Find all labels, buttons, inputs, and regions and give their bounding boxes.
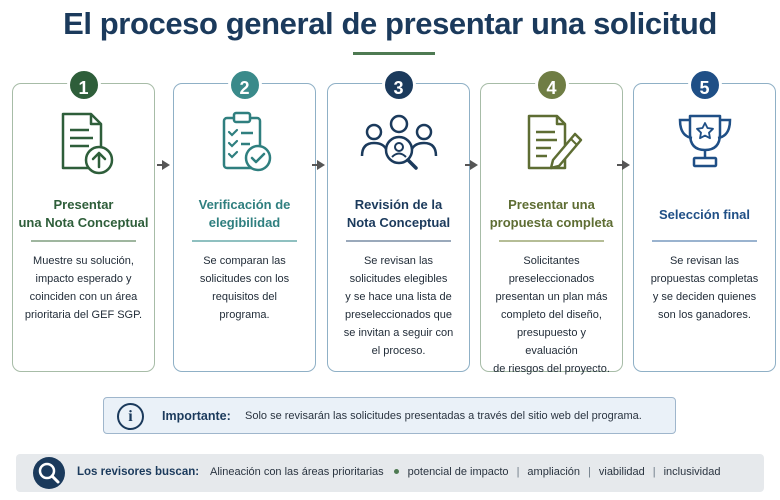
desc-line: Se revisan las <box>363 255 434 267</box>
card-divider <box>192 240 297 242</box>
desc-line: Se comparan las <box>203 255 286 267</box>
bullet-dot <box>393 469 399 475</box>
arrow-right-icon <box>312 160 325 170</box>
arrow-right-icon <box>157 160 170 170</box>
step-card-1: 1 Presentar una Nota Conceptual Muestre … <box>12 68 155 372</box>
important-text: Solo se revisarán las solicitudes presen… <box>245 410 642 422</box>
step-description: Se revisan las propuestas completas y se… <box>644 252 765 324</box>
trophy-icon <box>634 110 775 176</box>
page-title: El proceso general de presentar una soli… <box>63 6 717 41</box>
step-title-line: Nota Conceptual <box>346 215 451 230</box>
desc-line: coinciden con un área <box>29 291 138 303</box>
title-divider <box>353 52 435 55</box>
desc-line: solicitudes con los <box>199 273 290 285</box>
step-number-badge: 5 <box>687 68 722 102</box>
step-number-badge: 1 <box>66 68 101 102</box>
separator: | <box>516 466 520 478</box>
desc-line: presupuesto y evaluación <box>516 327 587 357</box>
desc-line: programa. <box>219 309 270 321</box>
step-title: Selección final <box>638 206 771 224</box>
step-title-line: propuesta completa <box>489 215 614 230</box>
reviewers-label: Los revisores buscan: <box>77 466 200 478</box>
document-pen-icon <box>481 110 622 176</box>
separator: | <box>652 466 656 478</box>
desc-line: son los ganadores. <box>658 309 751 321</box>
desc-line: preseleccionados que <box>344 309 453 321</box>
step-title-line: Presentar <box>53 197 114 212</box>
card-divider <box>31 240 136 242</box>
reviewers-criteria: Alineación con las áreas prioritarias pot… <box>210 466 720 478</box>
criterion: ampliación <box>527 466 581 478</box>
step-title: Verificación de elegibilidad <box>178 196 311 232</box>
step-number-badge: 4 <box>534 68 569 102</box>
step-number-badge: 3 <box>381 68 416 102</box>
step-title-line: Revisión de la <box>354 197 443 212</box>
info-icon: i <box>117 403 144 430</box>
desc-line: preseleccionados <box>508 273 595 285</box>
desc-line: solicitudes elegibles <box>349 273 448 285</box>
desc-line: requisitos del <box>212 291 277 303</box>
card-divider <box>652 240 757 242</box>
desc-line: el proceso. <box>371 345 426 357</box>
criterion: potencial de impacto <box>407 466 509 478</box>
step-description: Solicitantes preseleccionados presentan … <box>491 252 612 378</box>
desc-line: y se hace una lista de <box>345 291 452 303</box>
desc-line: prioritaria del GEF SGP. <box>24 309 143 321</box>
step-title-line: elegibilidad <box>208 215 281 230</box>
step-description: Se revisan las solicitudes elegibles y s… <box>338 252 459 360</box>
desc-line: propuestas completas <box>650 273 759 285</box>
search-icon <box>33 457 65 489</box>
desc-line: Se revisan las <box>669 255 740 267</box>
step-title: Revisión de la Nota Conceptual <box>332 196 465 232</box>
card-divider <box>499 240 604 242</box>
step-number-badge: 2 <box>227 68 262 102</box>
document-upload-icon <box>13 110 154 176</box>
step-description: Se comparan las solicitudes con los requ… <box>184 252 305 324</box>
step-card-2: 2 Verificación de elegibilidad Se compar… <box>173 68 316 372</box>
checklist-icon <box>174 110 315 176</box>
card-divider <box>346 240 451 242</box>
desc-line: se invitan a seguir con <box>343 327 454 339</box>
desc-line: Muestre su solución, <box>33 255 134 267</box>
arrow-right-icon <box>617 160 630 170</box>
step-card-5: 5 Selección final Se revisan las propues… <box>633 68 776 372</box>
step-card-3: 3 Revisión de la Nota Conceptual Se revi… <box>327 68 470 372</box>
criterion: viabilidad <box>598 466 645 478</box>
review-team-icon <box>328 110 469 176</box>
criterion: inclusividad <box>663 466 721 478</box>
desc-line: completo del diseño, <box>501 309 602 321</box>
desc-line: Solicitantes <box>523 255 580 267</box>
step-title: Presentar una propuesta completa <box>485 196 618 232</box>
step-title-line: Selección final <box>658 207 751 222</box>
desc-line: presentan un plan más <box>495 291 608 303</box>
step-title-line: Verificación de <box>198 197 291 212</box>
important-note: i Importante: Solo se revisarán las soli… <box>103 397 676 434</box>
desc-line: impacto esperado y <box>35 273 132 285</box>
step-title: Presentar una Nota Conceptual <box>17 196 150 232</box>
desc-line: y se deciden quienes <box>652 291 757 303</box>
arrow-right-icon <box>465 160 478 170</box>
step-card-4: 4 Presentar una propuesta completa Solic… <box>480 68 623 375</box>
step-title-line: Presentar una <box>508 197 595 212</box>
desc-line: de riesgos del proyecto. <box>493 363 610 375</box>
criterion: Alineación con las áreas prioritarias <box>210 466 384 478</box>
step-title-line: una Nota Conceptual <box>18 215 149 230</box>
important-label: Importante: <box>162 409 231 423</box>
separator: | <box>588 466 591 478</box>
step-description: Muestre su solución, impacto esperado y … <box>23 252 144 324</box>
reviewers-bar: Los revisores buscan: Alineación con las… <box>16 454 764 492</box>
